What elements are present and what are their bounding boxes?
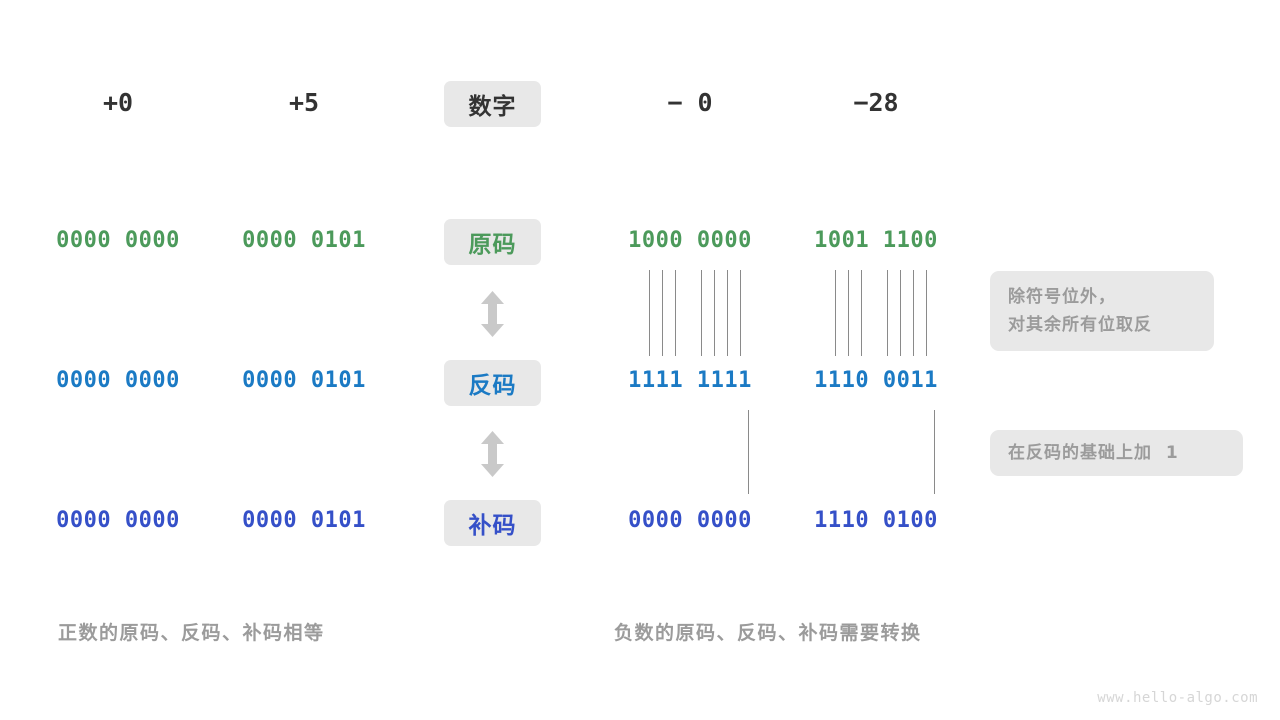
- bit-connector-line: [835, 270, 836, 356]
- watermark: www.hello-algo.com: [1097, 690, 1258, 706]
- bit-connector-line: [740, 270, 741, 356]
- note-add-one: 在反码的基础上加 1: [990, 430, 1243, 476]
- carry-connector-line: [748, 410, 749, 494]
- row-ones-complement-col-minus-zero: 1111 1111: [628, 368, 752, 393]
- note-invert-bits: 除符号位外， 对其余所有位取反: [990, 271, 1214, 351]
- row-twos-complement-col-minus-zero: 0000 0000: [628, 508, 752, 533]
- bit-connector-line: [675, 270, 676, 356]
- note-invert-bits-line-1: 除符号位外，: [1008, 287, 1116, 307]
- row-sign-magnitude-col-minus-zero: 1000 0000: [628, 228, 752, 253]
- header-badge-number: 数字: [444, 81, 541, 127]
- bit-connector-line: [926, 270, 927, 356]
- note-invert-bits-line-2: 对其余所有位取反: [1008, 315, 1152, 335]
- row-twos-complement-col-plus-five: 0000 0101: [242, 508, 366, 533]
- double-headed-vertical-arrow-icon: [481, 291, 504, 337]
- bit-connector-line: [727, 270, 728, 356]
- bit-connector-line: [861, 270, 862, 356]
- header-value-plus-five: +5: [288, 88, 320, 117]
- bit-connector-line: [649, 270, 650, 356]
- arrow-sign-magnitude-to-ones-complement: [479, 291, 506, 341]
- row-badge-sign-magnitude: 原码: [444, 219, 541, 265]
- carry-connector-line: [934, 410, 935, 494]
- header-value-plus-zero: +0: [102, 88, 134, 117]
- header-value-minus-twenty-eight: −28: [853, 88, 899, 117]
- row-sign-magnitude-col-plus-five: 0000 0101: [242, 228, 366, 253]
- row-ones-complement-col-plus-five: 0000 0101: [242, 368, 366, 393]
- row-ones-complement-col-minus-twenty-eight: 1110 0011: [814, 368, 938, 393]
- row-twos-complement-col-plus-zero: 0000 0000: [56, 508, 180, 533]
- double-headed-vertical-arrow-icon: [481, 431, 504, 477]
- header-value-minus-zero: − 0: [667, 88, 713, 117]
- bit-connector-line: [662, 270, 663, 356]
- bit-connector-line: [848, 270, 849, 356]
- note-add-one-line-1: 在反码的基础上加 1: [1008, 443, 1179, 463]
- row-sign-magnitude-col-minus-twenty-eight: 1001 1100: [814, 228, 938, 253]
- caption-negative-numbers: 负数的原码、反码、补码需要转换: [614, 622, 922, 644]
- row-badge-ones-complement: 反码: [444, 360, 541, 406]
- row-badge-twos-complement: 补码: [444, 500, 541, 546]
- bit-connector-line: [714, 270, 715, 356]
- row-ones-complement-col-plus-zero: 0000 0000: [56, 368, 180, 393]
- row-sign-magnitude-col-plus-zero: 0000 0000: [56, 228, 180, 253]
- bit-connector-line: [887, 270, 888, 356]
- bit-connector-line: [701, 270, 702, 356]
- caption-positive-numbers: 正数的原码、反码、补码相等: [58, 622, 325, 644]
- bit-connector-line: [913, 270, 914, 356]
- bit-connector-line: [900, 270, 901, 356]
- row-twos-complement-col-minus-twenty-eight: 1110 0100: [814, 508, 938, 533]
- arrow-ones-complement-to-twos-complement: [479, 431, 506, 481]
